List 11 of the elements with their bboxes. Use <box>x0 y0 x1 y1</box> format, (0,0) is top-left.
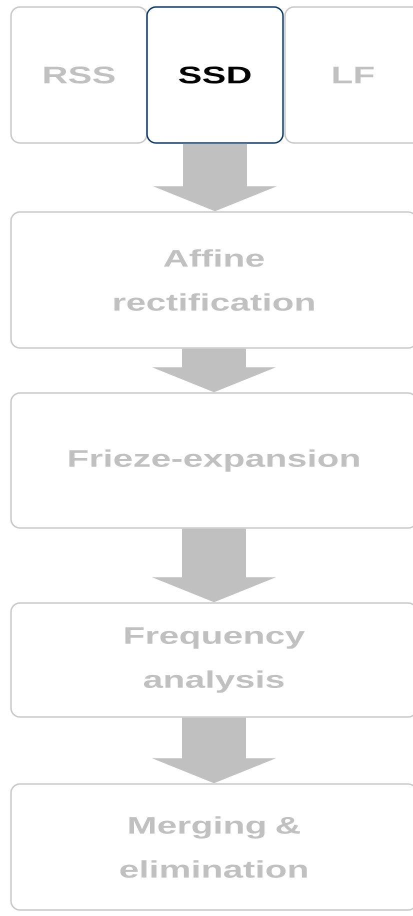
step-box: Frieze-expansion <box>10 392 413 529</box>
step-box: Frequency analysis <box>10 602 413 718</box>
step-box: LF <box>284 6 413 144</box>
step-box: Affine rectification <box>10 211 413 349</box>
step-box: SSD <box>146 6 284 144</box>
block-arrow <box>153 144 277 212</box>
block-arrow <box>152 348 276 392</box>
step-box: Merging & elimination <box>10 783 413 911</box>
block-arrow <box>152 528 276 602</box>
block-arrow <box>152 718 276 784</box>
step-box: RSS <box>10 6 148 144</box>
